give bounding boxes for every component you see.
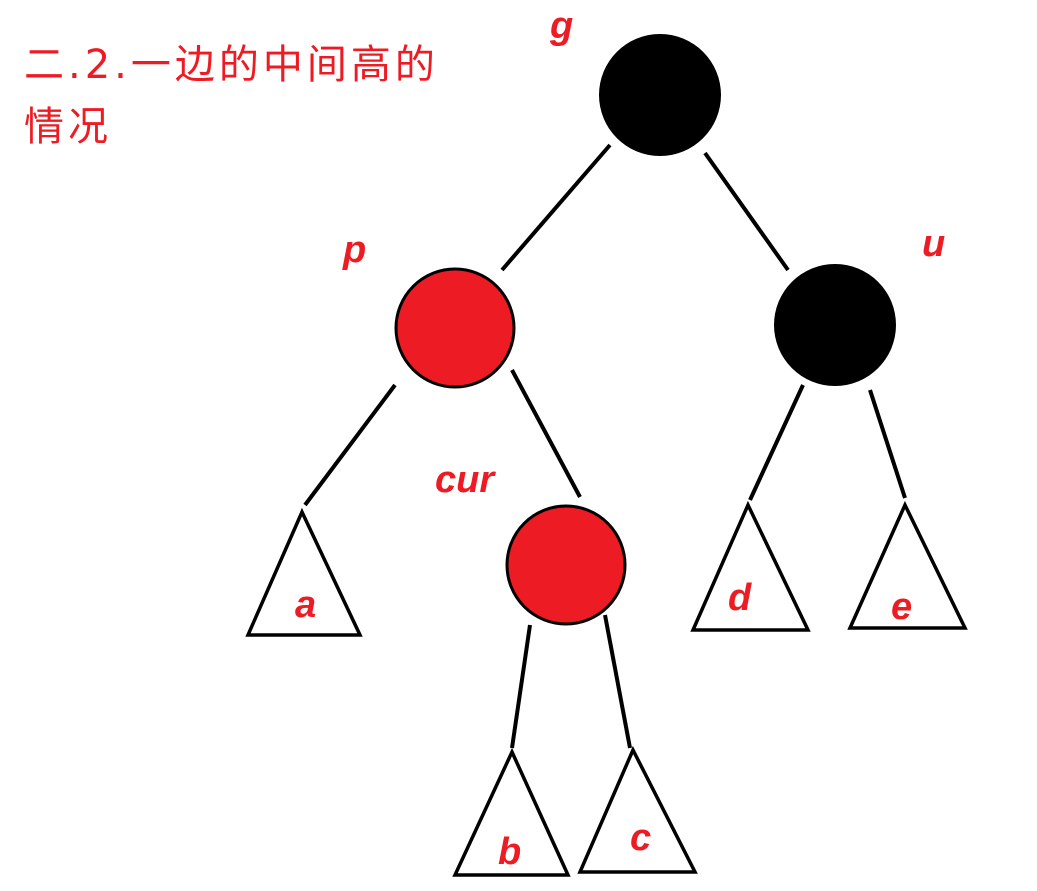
- subtree-b-triangle: [452, 747, 571, 877]
- edge-g-p: [500, 143, 612, 272]
- title-line-2: 情况: [24, 104, 112, 150]
- title-line-1: 二.2.一边的中间高的: [24, 42, 439, 88]
- node-cur: [505, 504, 627, 626]
- label-u: u: [922, 223, 945, 265]
- subtree-d-triangle: [690, 500, 811, 632]
- label-cur: cur: [435, 459, 496, 501]
- diagram-title: 二.2.一边的中间高的 情况: [24, 34, 439, 158]
- edge-g-u: [703, 151, 790, 272]
- edge-u-e: [868, 389, 907, 499]
- subtree-a-triangle: [245, 507, 363, 637]
- node-u: [774, 264, 896, 386]
- label-a: a: [295, 584, 316, 626]
- label-p: p: [342, 229, 366, 271]
- label-c: c: [630, 817, 651, 859]
- edge-p-cur: [510, 369, 582, 498]
- edge-cur-b: [510, 624, 532, 749]
- subtree-c-triangle: [577, 745, 698, 874]
- edge-p-a: [303, 383, 397, 507]
- node-p: [394, 267, 516, 389]
- label-g: g: [549, 5, 573, 47]
- edge-u-d: [748, 384, 805, 501]
- label-d: d: [728, 577, 752, 619]
- node-g: [599, 34, 721, 156]
- edge-cur-c: [603, 614, 632, 749]
- label-e: e: [891, 586, 912, 628]
- label-b: b: [498, 831, 521, 873]
- subtree-e-triangle: [847, 500, 968, 630]
